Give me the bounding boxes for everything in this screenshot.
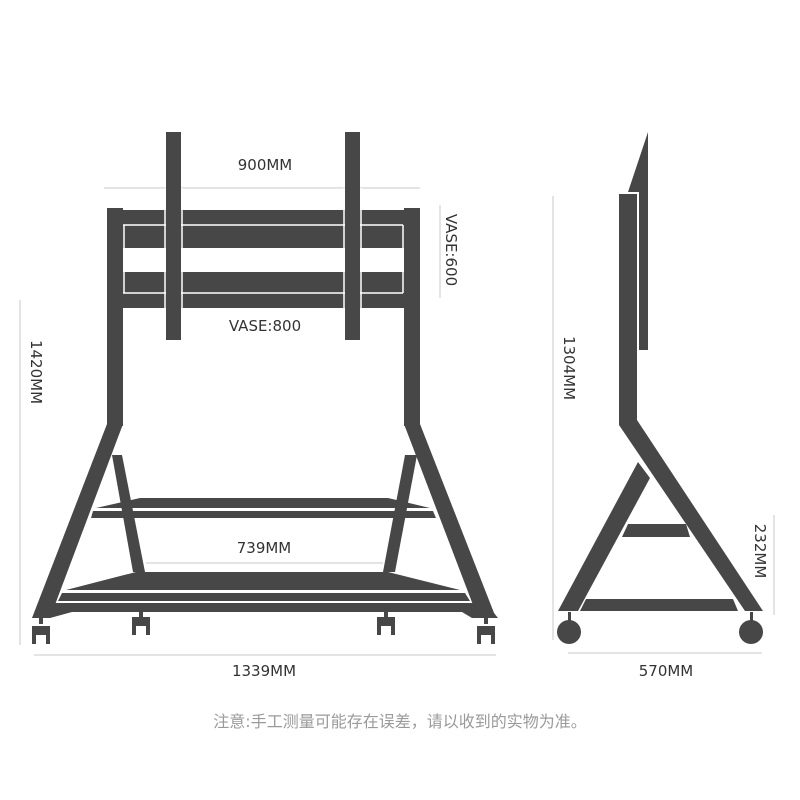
front-view: 900MM VASE:800 VASE:600 1420MM 739MM 133… [19, 132, 498, 680]
right-outer-leg [404, 424, 496, 618]
shelf-height-label: 232MM [751, 524, 769, 579]
caster-inner-right [377, 612, 395, 635]
upper-shelf-edge [91, 511, 436, 518]
side-front-leg [558, 462, 650, 611]
tv-panel-side [628, 132, 648, 350]
side-rear-leg [619, 420, 763, 611]
right-mount-arm [345, 132, 360, 340]
side-base-bar [580, 599, 738, 611]
side-height-label: 1304MM [560, 336, 578, 400]
base-width-label: 1339MM [232, 662, 296, 680]
caster-front-left [32, 618, 50, 644]
top-width-label: 900MM [238, 156, 293, 174]
lower-shelf-edge [58, 593, 470, 601]
caster-side-front [557, 612, 581, 644]
total-height-label: 1420MM [27, 340, 45, 404]
left-upright [107, 208, 123, 426]
side-shelf-bar [622, 524, 690, 537]
base-bar [32, 603, 498, 618]
left-mount-arm [166, 132, 181, 340]
upper-shelf-top [96, 498, 430, 508]
caster-front-right [477, 618, 495, 644]
lower-shelf-top [66, 572, 460, 590]
right-upright [404, 208, 420, 426]
side-view: 1304MM 232MM 570MM [552, 132, 775, 680]
caster-side-rear [739, 612, 763, 644]
left-outer-leg [32, 424, 123, 618]
depth-label: 570MM [639, 662, 694, 680]
vesa-horizontal-label: VASE:800 [229, 317, 301, 335]
caster-inner-left [132, 612, 150, 635]
vesa-vertical-label: VASE:600 [442, 214, 460, 286]
measurement-disclaimer: 注意:手工测量可能存在误差，请以收到的实物为准。 [213, 712, 586, 731]
side-main-post [619, 194, 637, 420]
shelf-width-label: 739MM [237, 539, 292, 557]
